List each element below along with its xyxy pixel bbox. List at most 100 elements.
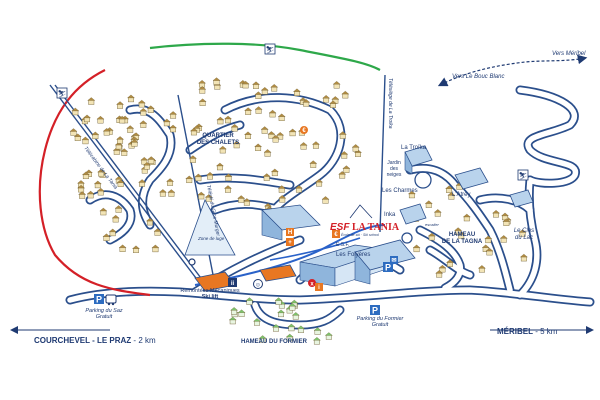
chalet (340, 151, 349, 159)
chalet (407, 190, 416, 199)
label-latrey: L'Atrey (452, 192, 471, 198)
chalet (73, 133, 82, 141)
chalet (276, 132, 285, 140)
chalet (139, 108, 148, 116)
svg-text:+: + (288, 240, 292, 246)
chalet (268, 109, 277, 118)
chalet (130, 139, 139, 147)
chalet (288, 128, 297, 137)
chalet (143, 162, 151, 170)
chalet (338, 171, 347, 179)
chalet (252, 81, 260, 89)
bus-icon (105, 294, 117, 306)
chalet (447, 192, 456, 200)
chalet (232, 140, 241, 149)
chalet (204, 194, 213, 202)
building-inka (399, 203, 427, 225)
chalet (96, 115, 105, 124)
svg-text:P: P (372, 306, 378, 316)
chalet (244, 107, 253, 115)
chalet (312, 337, 321, 345)
chalet (151, 244, 160, 253)
chalet (118, 244, 127, 252)
chalet (254, 106, 263, 114)
chalet (158, 189, 167, 197)
chalet (147, 156, 156, 164)
chalet (188, 155, 197, 163)
chalet (169, 124, 178, 133)
chalet (91, 131, 100, 140)
luge-zone (184, 199, 236, 256)
svg-text:École de ski · Ski school: École de ski · Ski school (341, 232, 379, 237)
chalet (438, 264, 447, 273)
label-escalier: escalier (425, 222, 439, 227)
chalet (244, 131, 252, 139)
svg-text:ii: ii (231, 281, 235, 287)
chalet (435, 270, 444, 278)
chalet (277, 309, 285, 318)
chalet (260, 87, 269, 95)
chalet-cluster (69, 77, 528, 345)
chalet (230, 124, 239, 132)
chalet (116, 179, 125, 187)
svg-text:H: H (288, 230, 292, 236)
chalet (224, 185, 232, 193)
chalet (216, 116, 225, 125)
svg-text:⛷: ⛷ (266, 45, 275, 54)
roundabout (401, 232, 413, 244)
chalet (71, 107, 80, 116)
chalet (230, 307, 239, 315)
chalet (218, 145, 227, 154)
chalet (81, 171, 90, 180)
svg-text:☺: ☺ (255, 282, 261, 288)
label-les-folyeres: Les Folyères (336, 252, 370, 258)
chalet (292, 88, 301, 96)
chalet (137, 99, 146, 108)
label-les-charmes: Les Charmes (382, 188, 418, 194)
chalet (518, 229, 527, 237)
label-courchevel: COURCHEVEL - LE PRAZ - 2 km (34, 336, 156, 345)
chalet (277, 113, 286, 121)
chalet (322, 95, 331, 103)
label-hameau-formier: HAMEAU DU FORMIER (241, 339, 308, 345)
chalet (126, 125, 135, 133)
chalet (501, 212, 509, 221)
chalet (263, 149, 272, 157)
chalet (277, 185, 286, 193)
chalet (270, 168, 279, 177)
chalet (116, 136, 125, 144)
chalet (267, 131, 276, 139)
chalet (198, 80, 207, 88)
road-network (65, 85, 595, 330)
chalet (287, 323, 296, 332)
chalet (237, 309, 246, 317)
parking-formier-icon: P (370, 305, 380, 316)
building-le-clos (509, 189, 534, 208)
chalet (127, 94, 135, 103)
svg-text:✉: ✉ (391, 258, 396, 264)
jardin-circle (414, 171, 432, 189)
chalet (96, 187, 105, 196)
chalet (108, 228, 117, 237)
chalet (294, 185, 303, 193)
svg-text:P: P (385, 263, 391, 273)
chalet (78, 191, 87, 199)
label-vers-meribel: Vers Méribel (552, 51, 586, 57)
chalet (519, 253, 528, 262)
chalet (311, 141, 320, 149)
chalet (93, 180, 102, 189)
parking-saz-icon: P (94, 294, 104, 305)
chalet (502, 218, 511, 226)
chalet (198, 98, 207, 106)
lift-troika (379, 74, 386, 233)
chalet (278, 195, 287, 203)
chalet (215, 162, 224, 171)
building-lift-top (259, 264, 297, 282)
chalet (446, 259, 454, 267)
chalet (262, 173, 271, 181)
